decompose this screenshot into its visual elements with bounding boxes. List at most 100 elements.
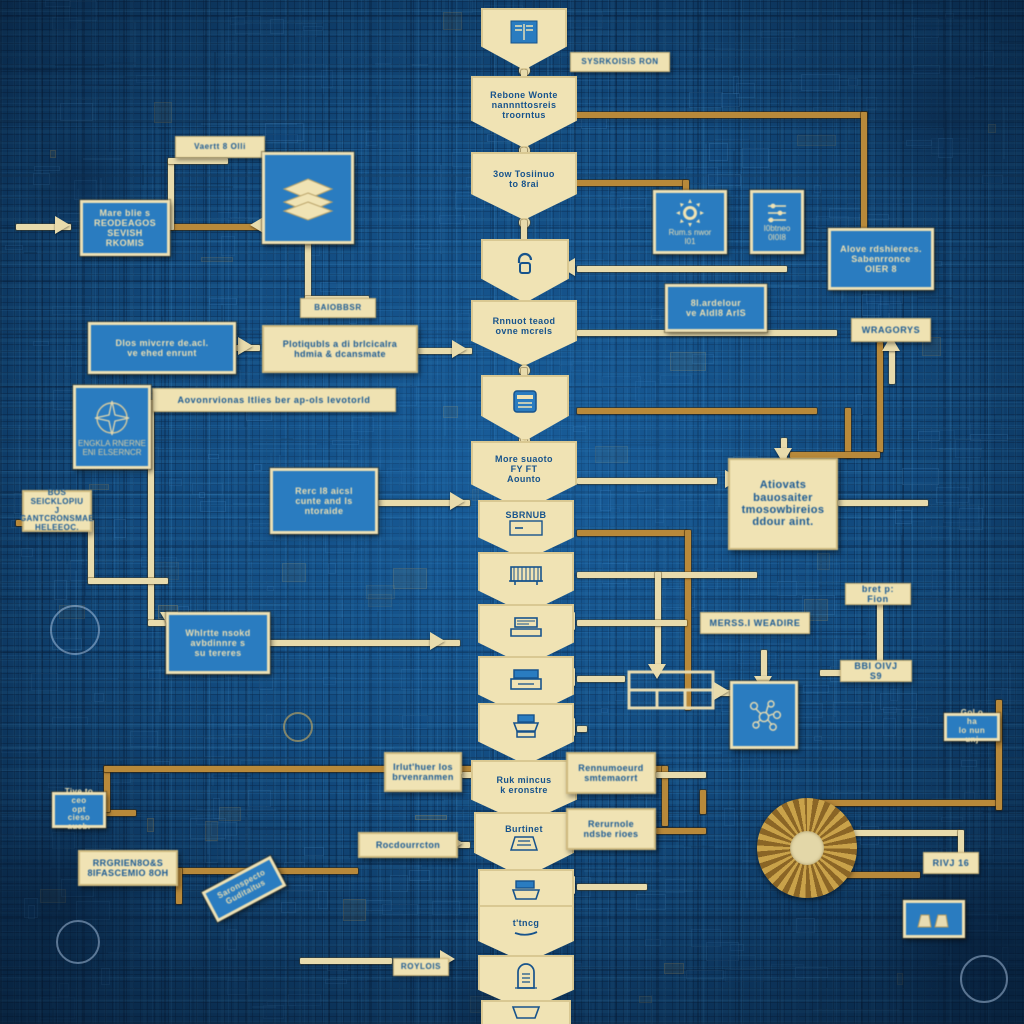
card-line: RRGRIEN8O&S: [92, 857, 164, 868]
tile-label: Rum.s nwor: [668, 228, 712, 237]
mid-item-m05[interactable]: Rocdourrcton: [358, 832, 458, 858]
card-line: Dlos mivcrre de.acl.: [115, 337, 209, 348]
node-line: Rnnuot teaod: [492, 315, 556, 326]
card-line: brvenranmen: [392, 772, 454, 782]
right-item-r04[interactable]: Alove rdshierecs. Sabenrronce OIER 8: [828, 228, 934, 290]
right-item-r05[interactable]: 8l.ardelour ve Aldl8 ArlS: [665, 284, 767, 332]
card-line: su tereres: [194, 648, 242, 659]
card-line: avbdinnre s: [190, 637, 246, 648]
card-line: Plotiqubls a di brlcicalra: [282, 338, 398, 349]
layers-icon: [280, 175, 336, 221]
node-line: troorntus: [502, 110, 546, 121]
node-line: Rebone Wonte: [490, 89, 558, 100]
card-line: WhIrtte nsokd: [185, 627, 251, 638]
strip-label: BBI OIVJ S9: [854, 660, 898, 681]
ring-mid-left: [283, 712, 313, 742]
door-icon: [513, 962, 539, 990]
strip-label: ROYLOIS: [400, 961, 442, 971]
node-line: 3ow Tosiinuo: [493, 168, 555, 179]
network-icon: [744, 697, 784, 733]
compass-icon: [91, 397, 133, 439]
card-line: ddour aint.: [752, 516, 814, 529]
card-line: ve Aldl8 ArlS: [685, 308, 747, 318]
right-item-r08[interactable]: bret p: Fion: [845, 583, 911, 605]
strip-label: SYSRKOISIS RON: [581, 56, 659, 66]
card-line: lo nun unj: [958, 726, 986, 744]
strip-label: bret p: Fion: [861, 583, 895, 604]
card-line: Gol.o ha: [960, 708, 984, 727]
tile-label: ENGKLA RNERNE: [77, 439, 147, 448]
node-line: FY FT: [510, 463, 538, 474]
ring-bottom-right: [960, 955, 1008, 1003]
mid-item-m04[interactable]: Irlut'huer los brvenranmen: [384, 752, 462, 792]
card-line: Rocdourrcton: [375, 839, 441, 850]
strip-label: BAIOBBSR: [314, 302, 362, 312]
table-icon: [627, 668, 715, 712]
mid-item-m03[interactable]: Rerc I8 aicsl cunte and ls ntoraide: [270, 468, 378, 534]
left-item-l05[interactable]: Aovonrvionas ltlies ber ap-ols levotorld: [152, 388, 396, 412]
mid-item-m02[interactable]: BAIOBBSR: [300, 298, 376, 318]
scanner-icon: [506, 879, 546, 905]
card-line: hdmia & dcansmate: [294, 349, 386, 359]
left-item-l10[interactable]: RRGRIEN8O&S 8IFASCEMIO 8OH: [78, 850, 178, 886]
left-item-l04[interactable]: Plotiqubls a di brlcicalra hdmia & dcans…: [262, 325, 418, 373]
card-line: Alove rdshierecs.: [840, 243, 922, 254]
right-item-r07[interactable]: Atiovats bauosaiter tmosowbireios ddour …: [728, 458, 838, 550]
tile-label: 0I0I8: [768, 233, 786, 242]
right-item-r14[interactable]: [627, 668, 715, 712]
spine-node-n18[interactable]: [481, 1000, 571, 1024]
left-item-l08[interactable]: WhIrtte nsokd avbdinnre s su tereres: [166, 612, 270, 674]
node-line: to 8rai: [509, 179, 539, 189]
left-item-l09[interactable]: Tive to ceo opt cieso ausb.: [52, 787, 106, 831]
sunburst-rosette: [757, 798, 857, 898]
card-line: 8IFASCEMIO 8OH: [87, 868, 169, 878]
ring-left-upper: [50, 605, 100, 655]
spine-node-n07[interactable]: More suaoto FY FT Aounto: [471, 441, 577, 511]
card-line: bauosaiter: [753, 491, 813, 504]
strip-label: Vaertt 8 Olli: [194, 141, 246, 151]
card-line: Irlut'huer los: [393, 761, 453, 772]
card-line: ndsbe rioes: [583, 829, 639, 839]
left-item-l02[interactable]: Mare blie s REODEAGOS SEVISH RKOMIS: [80, 200, 170, 256]
left-item-l06[interactable]: ENGKLA RNERNE ENI ELSERNCR: [73, 385, 151, 469]
right-item-r12[interactable]: Rerurnole ndsbe rioes: [566, 808, 656, 850]
right-item-r09[interactable]: MERSS.I WEADIRE: [700, 612, 810, 634]
ring-bottom-left: [56, 920, 100, 964]
right-item-r01[interactable]: SYSRKOISIS RON: [570, 52, 670, 72]
card-line: Rennumoeurd: [578, 762, 644, 773]
server-icon: [506, 563, 546, 589]
lock-icon: [511, 251, 539, 277]
right-item-r13[interactable]: [730, 681, 798, 749]
right-item-r15[interactable]: RIVJ 16: [923, 852, 979, 874]
card-line: tmosowbireios: [741, 504, 825, 516]
left-item-l01[interactable]: Vaertt 8 Olli: [175, 136, 265, 158]
right-item-r10[interactable]: BBI OIVJ S9: [840, 660, 912, 682]
archive-icon: [506, 667, 546, 693]
left-item-l03[interactable]: Dlos mivcrre de.acl. ve ehed enrunt: [88, 322, 236, 374]
card-icon: [509, 520, 543, 536]
card-line: J GANTCRONSMAE: [19, 505, 95, 524]
gear-icon: [675, 198, 705, 228]
spine-node-n02[interactable]: Rebone Wonte nannnttosreis troorntus: [471, 76, 577, 148]
right-item-r06[interactable]: WRAGORYS: [851, 318, 931, 342]
right-item-r17[interactable]: Gol.o ha lo nun unj: [944, 708, 1000, 744]
strip-label: RIVJ 16: [932, 857, 970, 868]
left-item-l12[interactable]: ROYLOIS: [393, 958, 449, 976]
terminal-icon: [505, 834, 543, 852]
right-item-r11[interactable]: Rennumoeurd smtemaorrt: [566, 752, 656, 794]
card-line: OIER 8: [865, 264, 897, 275]
card-line: Rerc I8 aicsl: [295, 485, 353, 496]
right-item-r16[interactable]: [903, 900, 965, 938]
left-item-l07[interactable]: BOS SEICKLOPIU J GANTCRONSMAE HELEEOC.: [19, 488, 95, 533]
node-line: SBRNUB: [505, 509, 547, 520]
card-line: Tive to ceo: [64, 786, 94, 805]
printer-icon: [506, 713, 546, 741]
right-item-r02[interactable]: Rum.s nwor I01: [653, 190, 727, 254]
tile-label: I0btneo: [763, 224, 791, 233]
card-line: Sabenrronce: [851, 253, 911, 264]
right-item-r03[interactable]: I0btneo 0I0I8: [750, 190, 804, 254]
card-line: 8l.ardelour: [690, 297, 742, 308]
mid-item-m01[interactable]: [262, 152, 354, 244]
card-line: REODEAGOS: [93, 217, 157, 228]
